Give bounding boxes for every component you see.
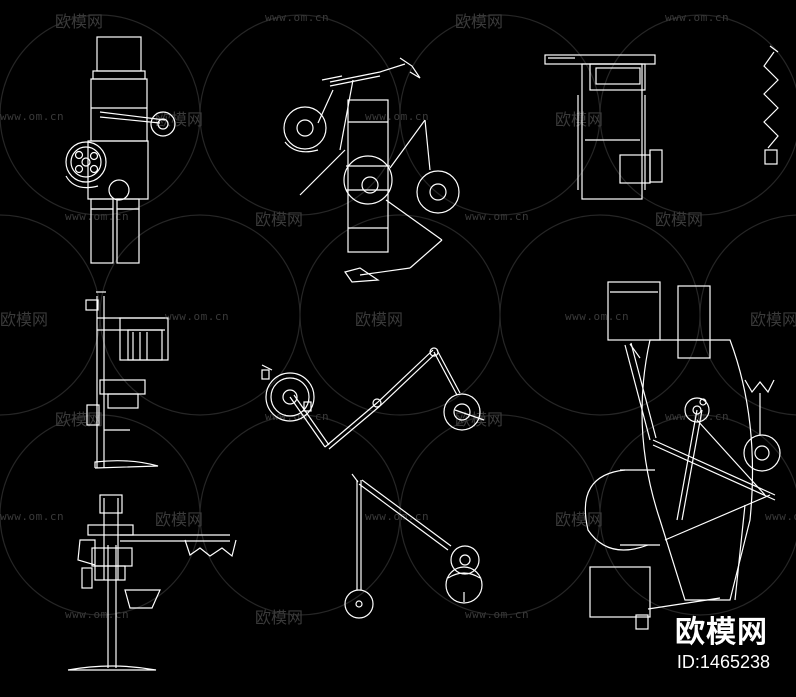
brand-logo-text: 欧模网 [675,615,768,650]
watermark-brand: 欧模网 [155,110,204,129]
watermark-url: www.om.cn [565,310,630,323]
watermark-brand: 欧模网 [155,510,204,529]
dental-chair-plan-large [584,281,781,630]
watermark-brand: 欧模网 [655,210,704,229]
watermark-url: www.om.cn [165,310,230,323]
watermark-brand: 欧模网 [555,110,604,129]
pendulum-light [344,473,483,619]
spring-component [763,45,779,165]
watermark-url: www.om.cn [365,110,430,123]
watermark-brand: 欧模网 [355,310,404,329]
watermark-url: www.om.cn [665,410,730,423]
watermark-url: www.om.cn [365,510,430,523]
watermark-brand: 欧模网 [455,12,504,31]
model-id-label: ID:1465238 [676,652,770,672]
watermark-url: www.om.cn [265,11,330,24]
xray-unit-side-1 [85,291,169,469]
dental-light-arm-plan [283,57,460,283]
watermark-url: www.om.cn [465,210,530,223]
watermark-url: www.om.cn [765,510,796,523]
watermark-brand: 欧模网 [750,310,796,329]
dental-unit-stand-front [65,36,176,264]
watermark-brand: 欧模网 [55,12,104,31]
dental-chair-top [544,54,663,200]
watermark-url: www.om.cn [0,510,65,523]
watermark-url: www.om.cn [465,608,530,621]
watermark-brand: 欧模网 [0,310,49,329]
watermark-url: www.om.cn [0,110,65,123]
watermark-brand: 欧模网 [555,510,604,529]
operating-light-arm [261,347,485,450]
watermark-url: www.om.cn [65,608,130,621]
watermark-brand: 欧模网 [55,410,104,429]
xray-unit-side-2 [67,494,237,671]
watermark-brand: 欧模网 [255,608,304,627]
watermark-brand: 欧模网 [255,210,304,229]
watermark-url: www.om.cn [665,11,730,24]
